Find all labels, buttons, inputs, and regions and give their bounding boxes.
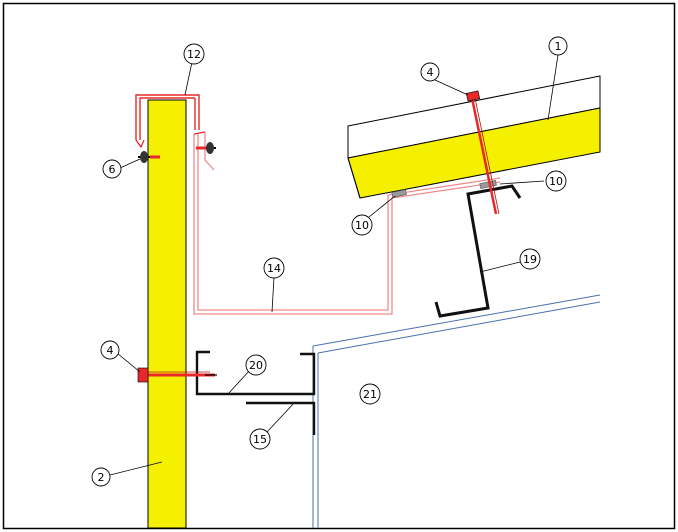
callout-1: 1	[548, 36, 568, 56]
ridge-capping-flashing	[135, 94, 200, 140]
gutter-flashing	[193, 132, 501, 315]
callout-6: 6	[102, 159, 122, 179]
svg-text:6: 6	[109, 163, 116, 176]
wall-screw	[137, 367, 217, 383]
callout-12: 12	[183, 43, 205, 65]
callout-4-wall: 4	[100, 340, 120, 360]
callout-21: 21	[359, 383, 381, 405]
svg-text:12: 12	[187, 48, 201, 61]
gutter-flashing-edge	[193, 131, 206, 135]
callout-10-left: 10	[351, 214, 373, 236]
roof-screw	[465, 90, 500, 215]
svg-text:1: 1	[555, 40, 562, 53]
callout-4-roof: 4	[420, 62, 440, 82]
svg-text:10: 10	[355, 219, 369, 232]
svg-text:10: 10	[549, 175, 563, 188]
z-purlin	[434, 184, 522, 318]
rivet-right	[196, 142, 216, 154]
svg-text:20: 20	[249, 359, 263, 372]
svg-text:2: 2	[98, 471, 105, 484]
svg-text:19: 19	[523, 253, 537, 266]
leader-lines	[109, 54, 559, 476]
sealant-tape-left	[391, 189, 407, 198]
capping-drip-left	[135, 139, 145, 149]
svg-text:15: 15	[253, 433, 267, 446]
angle-profile	[246, 401, 316, 435]
callout-2: 2	[91, 467, 111, 487]
rivet-left	[138, 151, 160, 163]
vertical-wall-panel	[147, 99, 187, 529]
callout-14: 14	[263, 257, 285, 279]
svg-text:4: 4	[427, 66, 434, 79]
roof-sandwich-panel	[347, 75, 601, 199]
callout-10-right: 10	[545, 170, 567, 192]
svg-text:14: 14	[267, 262, 281, 275]
building-wall	[312, 294, 601, 528]
callout-15: 15	[249, 428, 271, 450]
callout-20: 20	[245, 354, 267, 376]
svg-text:21: 21	[363, 388, 377, 401]
c-profile-bracket	[195, 350, 316, 396]
svg-text:4: 4	[107, 344, 114, 357]
callout-19: 19	[519, 248, 541, 270]
